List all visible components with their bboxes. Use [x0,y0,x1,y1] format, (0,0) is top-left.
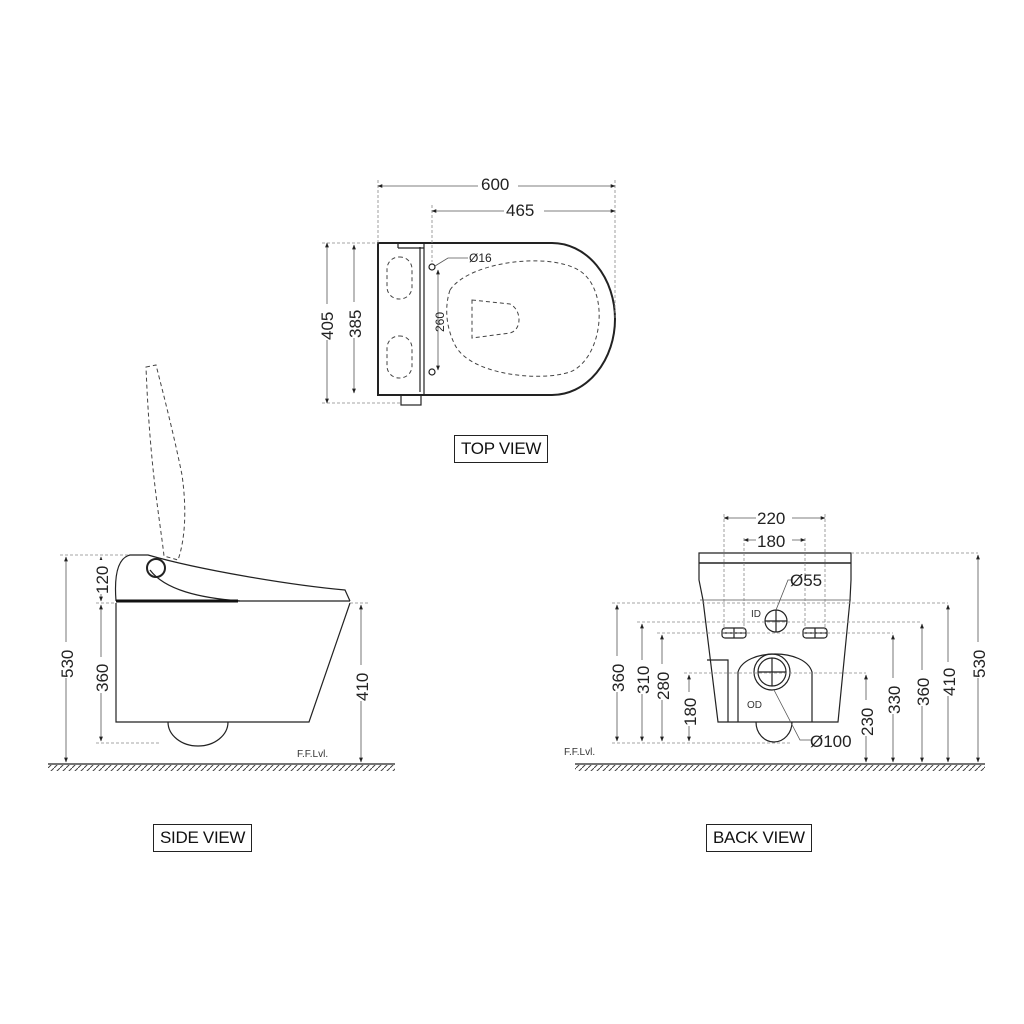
back-right-dim-5: 530 [970,650,989,678]
rim-height-label: 410 [353,673,372,701]
outlet-mark: OD [747,700,762,711]
back-left-dim-1: 360 [609,664,628,692]
side-seat-unit [114,554,351,602]
back-view-label: BACK VIEW [706,824,812,852]
control-knob [400,394,422,406]
total-height-label: 530 [58,650,77,678]
side-view-label: SIDE VIEW [153,824,253,852]
bowl-height-label: 360 [93,664,112,692]
back-body [698,552,852,723]
outer-bolt-spacing-label: 220 [757,509,785,528]
inlet-mark: ID [751,609,761,620]
back-left-dim-2: 310 [634,666,653,694]
back-floor-label: F.F.Lvl. [564,747,595,758]
side-view: F.F.Lvl. 530 120 360 410 [48,364,395,771]
inner-bolt-spacing-label: 180 [757,532,785,551]
bolt-diameter-label: Ø16 [469,251,492,265]
back-right-dim-1: 230 [858,708,877,736]
back-right-dim-4: 410 [940,668,959,696]
side-floor-label: F.F.Lvl. [297,749,328,760]
back-left-dim-4: 180 [681,698,700,726]
top-view-outline [377,242,616,396]
back-view: OD ID F.F.Lvl. 220 180 Ø55 Ø100 [564,508,989,771]
back-right-dim-3: 360 [914,678,933,706]
overall-width-label: 405 [318,312,337,340]
back-left-dim-3: 280 [654,672,673,700]
top-view-label: TOP VIEW [454,435,549,463]
outlet-diameter-label: Ø100 [810,732,852,751]
top-view: Ø16 260 600 465 405 385 [318,174,616,406]
overall-length-label: 600 [481,175,509,194]
seat-unit-height-label: 120 [93,566,112,594]
side-bowl [115,602,351,723]
bolt-spacing-label: 260 [433,312,447,332]
body-width-label: 385 [346,310,365,338]
seat-length-label: 465 [506,201,534,220]
inlet-diameter-label: Ø55 [790,571,822,590]
back-right-dim-2: 330 [885,686,904,714]
